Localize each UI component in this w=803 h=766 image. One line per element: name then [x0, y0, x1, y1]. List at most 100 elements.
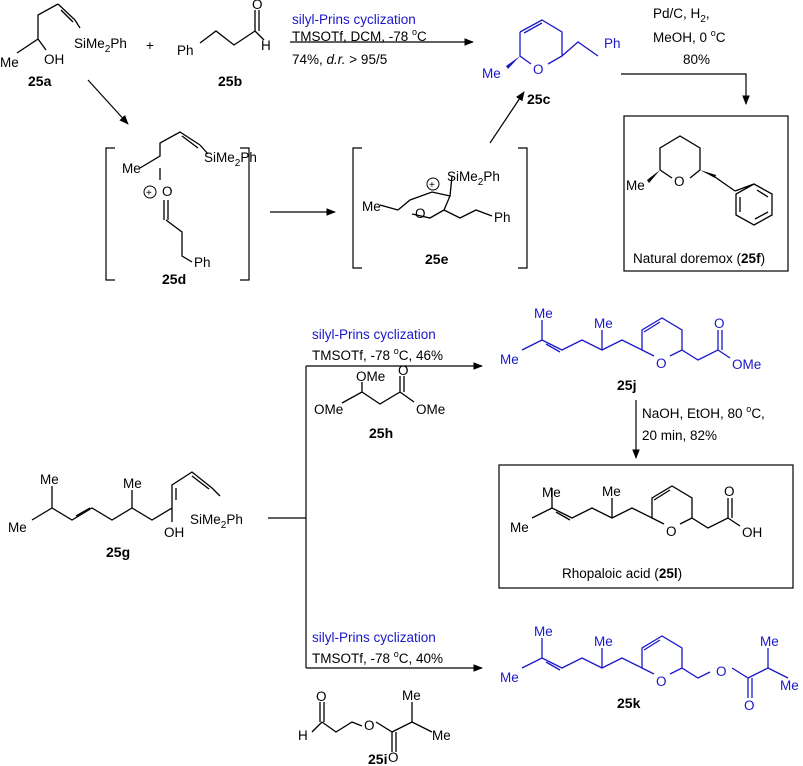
carbonyl-oxygen-label: O [724, 484, 735, 499]
methyl-label: Me [594, 316, 613, 331]
aldehyde-h-label: H [298, 728, 308, 743]
plus-sign: + [146, 38, 154, 53]
ring-oxygen-label: O [666, 524, 677, 539]
compound-label-25d: 25d [162, 271, 186, 287]
arrow-to-25c [489, 91, 525, 144]
aldehyde-h-label: H [261, 38, 271, 53]
intermediate-25e: Me O + SiMe2Ph Ph 25e [352, 147, 528, 269]
product-name-25l: Rhopaloic acid (25l) [562, 566, 682, 581]
molecule-25f: Me O [626, 135, 773, 226]
condition-reagent-top: TMSOTf, DCM, -78 oC [292, 27, 427, 44]
compound-label-25j: 25j [617, 377, 636, 393]
silyl-label: SiMe2Ph [447, 169, 500, 188]
hydroxyl-label: OH [44, 52, 64, 67]
carbonyl-oxygen-label: O [714, 316, 725, 331]
methyl-label: Me [500, 352, 519, 367]
ring-oxygen-label: O [656, 356, 667, 371]
molecule-25c: Me O Ph 25c [482, 19, 621, 107]
methyl-label: Me [760, 634, 779, 649]
arrow-to-25d [87, 79, 129, 125]
molecule-25h: OMe OMe O OMe 25h [314, 363, 445, 441]
charge-label: + [146, 188, 152, 199]
methyl-label: Me [8, 520, 27, 535]
product-box-25l [498, 464, 794, 589]
ester-oxygen-label: O [364, 718, 375, 733]
methyl-label: Me [510, 520, 529, 535]
carbonyl-oxygen-label: O [252, 0, 263, 12]
methyl-label: Me [402, 688, 421, 703]
compound-label-25h: 25h [369, 425, 393, 441]
methyl-label: Me [123, 476, 142, 491]
ester-oxygen-label: O [716, 664, 727, 679]
product-name-25f: Natural doremox (25f) [633, 251, 765, 266]
carbonyl-oxygen-label: O [316, 689, 327, 704]
phenyl-label: Ph [494, 210, 511, 225]
phenyl-label: Ph [604, 36, 621, 51]
ring-oxygen-label: O [533, 62, 544, 77]
methyl-label: Me [0, 55, 19, 70]
silyl-label: SiMe2Ph [190, 512, 243, 531]
charge-label: + [429, 180, 435, 191]
condition-saponification-2: 20 min, 82% [642, 428, 717, 443]
condition-saponification-1: NaOH, EtOH, 80 oC, [642, 404, 765, 421]
methyl-label: Me [534, 306, 553, 321]
condition-reagent-middle: TMSOTf, -78 oC, 46% [312, 346, 443, 363]
oxocarbenium-oxygen-label: O [162, 184, 173, 199]
ring-oxygen-label: O [656, 674, 667, 689]
carbonyl-oxygen-label: O [744, 698, 755, 713]
methoxy-label: OMe [732, 357, 761, 372]
compound-label-25a: 25a [28, 73, 52, 89]
methyl-label: Me [362, 199, 381, 214]
phenyl-label: Ph [194, 255, 211, 270]
compound-label-25k: 25k [617, 695, 641, 711]
molecule-25a: Me OH SiMe2Ph 25a [0, 3, 127, 89]
methyl-label: Me [432, 728, 451, 743]
intermediate-25d: Me O + SiMe2Ph Ph 25d [105, 131, 257, 287]
methyl-label: Me [626, 178, 645, 193]
methyl-label: Me [40, 472, 59, 487]
carbonyl-oxygen-label: O [388, 750, 399, 765]
compound-label-25e: 25e [425, 251, 449, 267]
methoxy-label: OMe [416, 402, 445, 417]
silyl-label: SiMe2Ph [204, 150, 257, 169]
methyl-label: Me [500, 670, 519, 685]
condition-hydrogenation-1: Pd/C, H2, [653, 6, 710, 25]
silyl-label: SiMe2Ph [74, 36, 127, 55]
condition-hydrogenation-yield: 80% [683, 52, 710, 67]
condition-yield-top: 74%, d.r. > 95/5 [292, 52, 387, 67]
methyl-label: Me [780, 678, 799, 693]
condition-reagent-bottom: TMSOTf, -78 oC, 40% [312, 649, 443, 666]
methyl-label: Me [542, 485, 561, 500]
methyl-label: Me [594, 634, 613, 649]
methyl-label: Me [122, 161, 141, 176]
methoxy-label: OMe [356, 369, 385, 384]
carbonyl-oxygen-label: O [398, 363, 409, 378]
methyl-label: Me [534, 624, 553, 639]
molecule-25i: O H O O Me Me 25i [298, 688, 451, 766]
compound-label-25g: 25g [106, 544, 130, 560]
phenyl-label: Ph [177, 43, 194, 58]
ring-oxygen-label: O [674, 174, 685, 189]
compound-label-25i: 25i [368, 751, 387, 766]
methyl-label: Me [482, 66, 501, 81]
molecule-25k: Me Me Me O O O Me Me 25k [500, 624, 799, 713]
molecule-25l: Me Me Me O O OH [510, 484, 762, 540]
acid-hydroxyl-label: OH [742, 525, 762, 540]
methyl-label: Me [602, 484, 621, 499]
condition-hydrogenation-2: MeOH, 0 oC [653, 28, 726, 45]
arrow-hydrogenation [621, 73, 750, 105]
condition-prins-bottom: silyl-Prins cyclization [312, 630, 436, 645]
compound-label-25b: 25b [218, 73, 242, 89]
hydroxyl-label: OH [164, 525, 184, 540]
ring-oxygen-label: O [415, 206, 426, 221]
condition-prins-middle: silyl-Prins cyclization [312, 327, 436, 342]
compound-label-25c: 25c [527, 91, 551, 107]
molecule-25j: Me Me Me O O OMe 25j [500, 306, 761, 393]
branch-connector [268, 366, 307, 668]
product-box-25f [623, 115, 789, 272]
molecule-25b: Ph O H 25b [177, 0, 271, 89]
molecule-25g: Me Me Me OH SiMe2Ph 25g [8, 471, 243, 560]
condition-prins-top: silyl-Prins cyclization [292, 12, 416, 27]
methoxy-label: OMe [314, 402, 343, 417]
